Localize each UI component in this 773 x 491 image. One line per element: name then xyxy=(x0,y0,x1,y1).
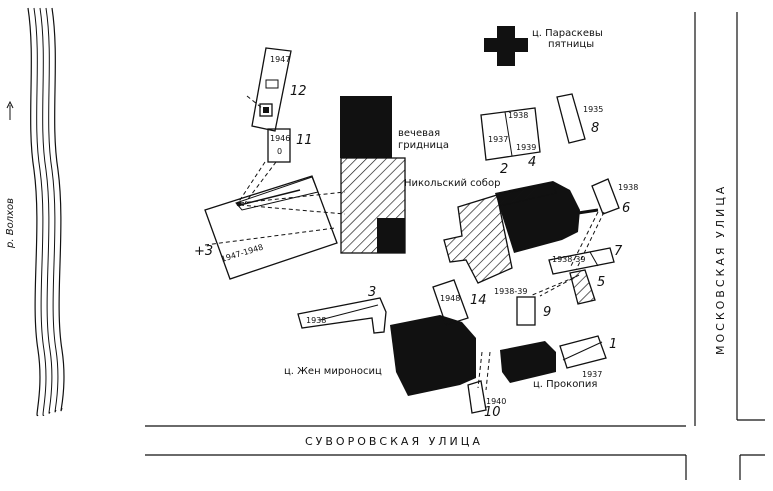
excavation-11-label: 11 xyxy=(296,133,313,148)
excavation-14-year: 1948 xyxy=(440,294,460,303)
excavation-1-number: 1 xyxy=(609,337,617,352)
excavation-11-outline xyxy=(267,128,291,163)
excavation-13-outline xyxy=(204,175,338,280)
excavation-14-number: 14 xyxy=(470,293,487,308)
excavation-3-year: 1938 xyxy=(306,316,326,325)
excavation-7-number: 7 xyxy=(614,244,623,259)
excavation-9-year: 1938-39 xyxy=(494,287,527,296)
excavation-1-outline xyxy=(559,335,607,369)
veche-label-line2: гридница xyxy=(398,140,449,151)
zhen-mironosits-church-shape xyxy=(390,315,476,396)
excavation-8-outline xyxy=(556,93,586,144)
excavation-5-outline xyxy=(569,269,596,305)
zhen-mironosits-label: ц. Жен мироносиц xyxy=(284,366,382,377)
volkhov-river xyxy=(6,7,65,417)
prokopiya-church-shape xyxy=(500,341,556,383)
nikolsky-cathedral-shape xyxy=(340,157,406,254)
paraskeva-label-line2: пятницы xyxy=(548,39,594,50)
excavation-6-number: 6 xyxy=(622,201,630,216)
excavation-2-year: 1938 xyxy=(508,111,528,120)
excavation-7-year: 1938-39 xyxy=(552,255,585,264)
paraskeva-label-line1: ц. Параскевы xyxy=(532,28,603,39)
nikolsky-label: Никольский собор xyxy=(404,178,500,189)
excavation-10-year: 1940 xyxy=(486,397,506,406)
excavation-4-year: 1939 xyxy=(516,143,536,152)
excavation-10-outline xyxy=(467,380,487,414)
excavation-3-outline xyxy=(297,297,387,334)
suvorovskaya-street xyxy=(145,425,765,480)
excavation-9-outline xyxy=(516,296,536,326)
prokopiya-label: ц. Прокопия xyxy=(533,379,597,390)
excavation-7-outline xyxy=(548,247,615,275)
moskovskaya-street-label: МОСКОВСКАЯ УЛИЦА xyxy=(714,184,727,355)
excavation-2-4-outline xyxy=(480,107,541,161)
excavation-6-year: 1938 xyxy=(618,183,638,192)
moskovskaya-street xyxy=(694,12,765,426)
excavation-13-year: 1947-1948 xyxy=(220,243,264,264)
excavation-8-number: 8 xyxy=(591,121,599,136)
excavation-12-outline xyxy=(251,47,292,132)
excavation-12-year: 1947 xyxy=(270,55,290,64)
excavation-11-year: 1946 xyxy=(270,134,290,143)
excavation-9-number: 9 xyxy=(543,305,551,320)
veche-label-line1: вечевая xyxy=(398,128,440,139)
excavation-8-year: 1935 xyxy=(583,105,603,114)
excavation-3-number: 3 xyxy=(368,285,376,300)
excavation-12-number: 12 xyxy=(290,84,307,99)
paraskeva-church-shape xyxy=(484,26,528,66)
excavation-14-outline xyxy=(432,279,469,326)
excavation-1-year: 1937 xyxy=(582,370,602,379)
suvorovskaya-street-label: СУВОРОВСКАЯ УЛИЦА xyxy=(305,435,483,448)
excavation-5-number: 5 xyxy=(597,275,605,290)
excavation-11-number: 0 xyxy=(277,147,282,156)
veche-hall-shape xyxy=(340,96,392,158)
excavation-4-number: 4 xyxy=(528,155,536,170)
excavation-13-number: +3 xyxy=(194,244,213,259)
excavation-2-number: 2 xyxy=(500,162,508,177)
excavation-6-outline xyxy=(577,178,620,215)
church-complex-shape xyxy=(443,181,580,284)
excavation-2-year-b: 1937 xyxy=(488,135,508,144)
excavation-10-number: 10 xyxy=(484,405,501,420)
river-label: р. Волхов xyxy=(5,198,16,249)
